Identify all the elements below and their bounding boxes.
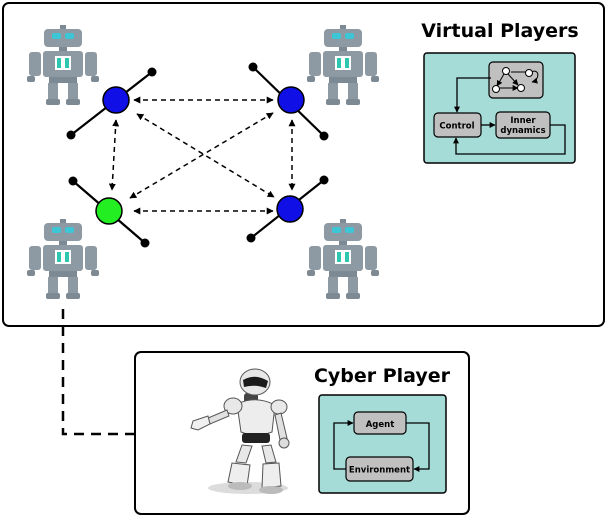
antenna-tips [66,62,329,248]
virtual-panel-arrows [453,77,566,155]
agent-node-icon-bottom-left [95,197,123,225]
cyber-player-title: Cyber Player [314,365,451,387]
agent-node-icon-top-right [277,86,305,114]
virtual-players-title: Virtual Players [421,20,578,42]
inner-dynamics-label-1: Inner [510,116,536,126]
agent-node-icon-top-left [102,86,130,114]
node-connections [108,96,296,215]
inner-dynamics-label-2: dynamics [500,126,545,136]
virtual-players-frame [2,2,605,327]
humanoid-robot-icon [190,368,290,494]
agent-node-icon-bottom-right [276,195,304,223]
graph-icon [492,67,539,93]
environment-label: Environment [349,466,410,476]
agent-label: Agent [366,420,395,430]
cyber-panel-arrows [333,420,430,472]
control-label: Control [439,122,474,132]
